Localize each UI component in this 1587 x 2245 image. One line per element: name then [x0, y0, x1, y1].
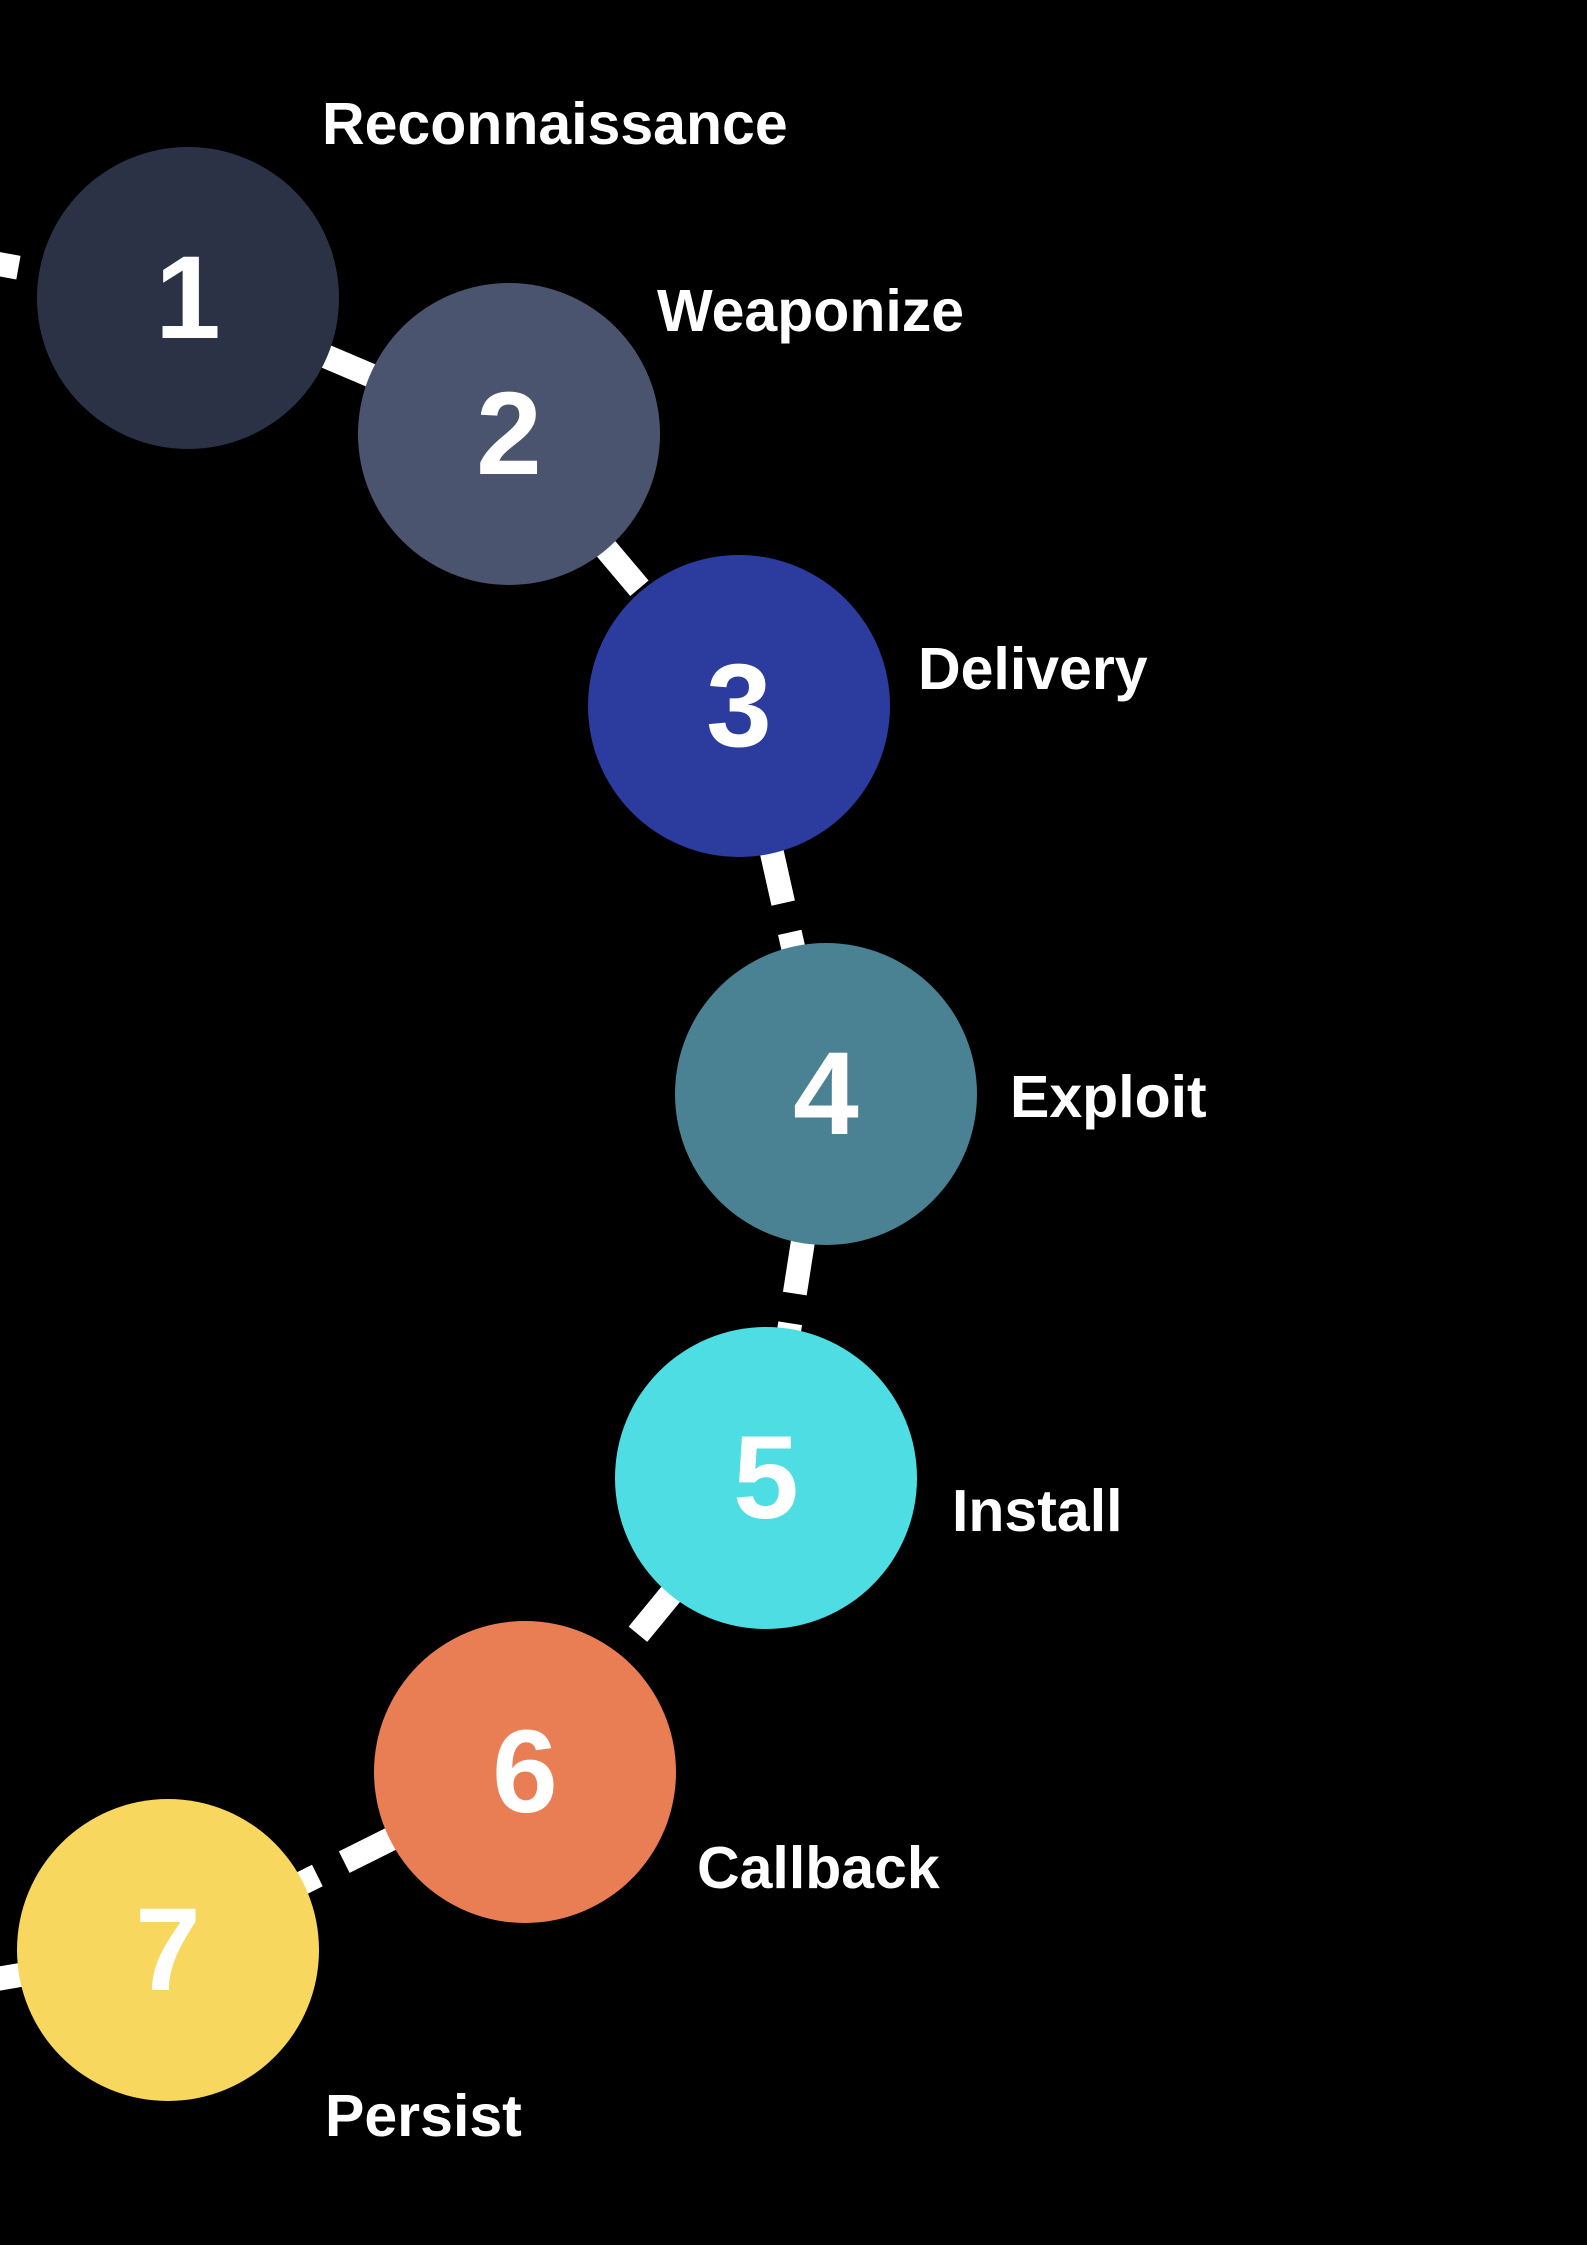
step-label-exploit: Exploit	[1010, 1064, 1207, 1130]
step-circle-persist: 7	[17, 1799, 319, 2101]
step-number-5: 5	[733, 1412, 799, 1544]
step-label-install: Install	[952, 1478, 1123, 1544]
step-label-delivery: Delivery	[918, 636, 1148, 702]
step-circle-weaponize: 2	[358, 283, 660, 585]
step-label-weaponize: Weaponize	[657, 278, 965, 344]
step-number-1: 1	[155, 232, 221, 364]
step-number-3: 3	[706, 640, 772, 772]
step-number-4: 4	[793, 1028, 859, 1160]
step-circle-reconnaissance: 1	[37, 147, 339, 449]
step-circle-exploit: 4	[675, 943, 977, 1245]
step-circle-delivery: 3	[588, 555, 890, 857]
step-circle-install: 5	[615, 1327, 917, 1629]
step-label-reconnaissance: Reconnaissance	[322, 91, 788, 157]
step-label-callback: Callback	[697, 1835, 940, 1901]
step-number-6: 6	[492, 1706, 558, 1838]
step-label-persist: Persist	[325, 2083, 522, 2149]
connector-2-3	[499, 426, 749, 714]
step-circle-callback: 6	[374, 1621, 676, 1923]
connector-1-2	[183, 286, 514, 446]
step-number-7: 7	[135, 1884, 201, 2016]
step-number-2: 2	[476, 368, 542, 500]
